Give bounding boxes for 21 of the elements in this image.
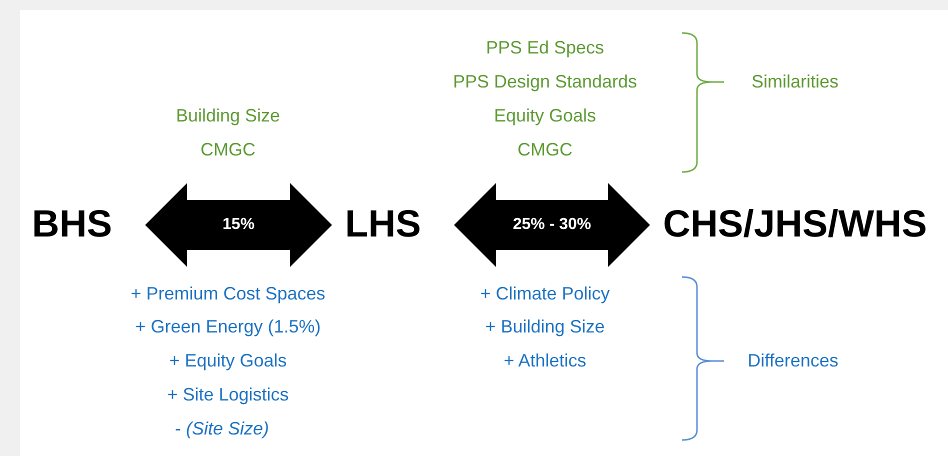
- school-label: LHS: [345, 204, 421, 246]
- list-item: - (Site Size): [174, 418, 270, 440]
- list-item: + Climate Policy: [480, 284, 610, 304]
- list-item: + Equity Goals: [169, 350, 287, 372]
- list-item: CMGC: [518, 140, 572, 160]
- bracket-label: Similarities: [752, 72, 838, 92]
- list-item: PPS Ed Specs: [486, 38, 604, 58]
- edge-label: 15%: [222, 216, 255, 234]
- school-label: BHS: [32, 204, 112, 246]
- list-item: + Premium Cost Spaces: [130, 284, 326, 304]
- list-item: Building Size: [176, 106, 280, 126]
- list-item: CMGC: [200, 140, 256, 160]
- list-item: + Green Energy (1.5%): [135, 316, 321, 338]
- list-item: + Building Size: [485, 316, 605, 338]
- list-item: Equity Goals: [494, 106, 596, 126]
- bracket-label: Differences: [748, 350, 838, 372]
- list-item: PPS Design Standards: [452, 72, 638, 92]
- list-item: + Athletics: [504, 350, 586, 372]
- edge-label: 25% - 30%: [512, 216, 592, 234]
- list-item: + Site Logistics: [167, 384, 289, 406]
- school-label: CHS/JHS/WHS: [663, 204, 927, 246]
